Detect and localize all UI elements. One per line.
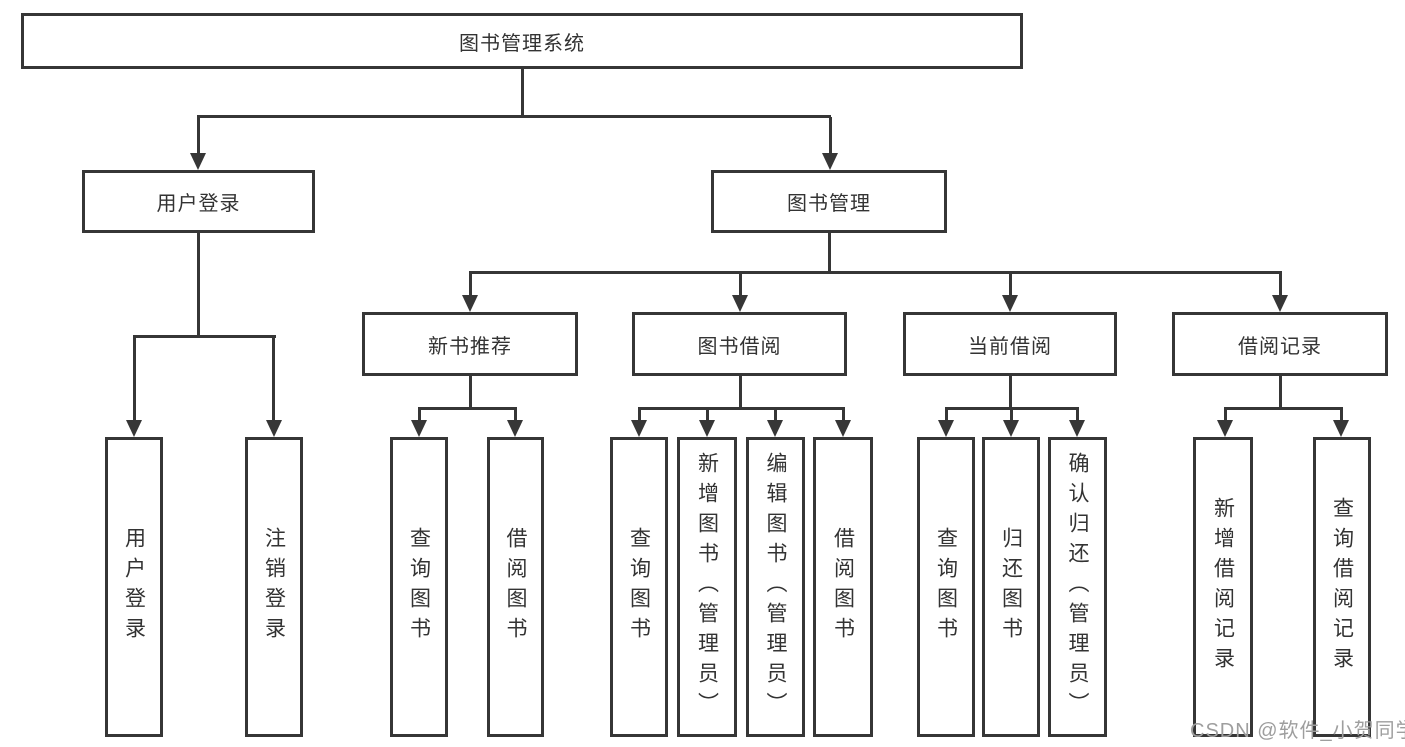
node-book-mgmt: 图书管理 <box>711 170 947 233</box>
node-leaf-query-book-a: 查询图书 <box>390 437 448 737</box>
edge-book-borrow-stem <box>738 376 742 410</box>
node-leaf-edit-book-label: 编辑图书（管理员） <box>764 452 787 722</box>
arrow-leaf-logout <box>265 420 282 437</box>
edge-drop-book-mgmt <box>828 117 832 154</box>
edge-drop-current-borrow <box>1008 274 1012 295</box>
edge-drop-query-book-a <box>417 410 421 420</box>
node-leaf-return-book: 归还图书 <box>982 437 1040 737</box>
arrow-add-book <box>699 420 715 437</box>
edge-drop-edit-book <box>773 410 777 420</box>
node-leaf-query-book-c: 查询图书 <box>917 437 975 737</box>
node-leaf-confirm-return-label: 确认归还（管理员） <box>1066 452 1089 722</box>
node-leaf-user-login-label: 用户登录 <box>122 527 146 647</box>
node-leaf-borrow-book-b-label: 借阅图书 <box>831 527 855 647</box>
node-leaf-add-record-label: 新增借阅记录 <box>1211 497 1235 677</box>
node-leaf-query-book-a-label: 查询图书 <box>407 527 431 647</box>
arrow-new-book-rec <box>462 295 478 312</box>
node-leaf-add-record: 新增借阅记录 <box>1193 437 1253 737</box>
arrow-book-mgmt <box>822 153 838 170</box>
edge-drop-query-book-b <box>637 410 641 420</box>
node-current-borrow: 当前借阅 <box>903 312 1117 376</box>
node-user-login-label: 用户登录 <box>156 193 241 215</box>
edge-root-stem <box>520 69 524 117</box>
node-leaf-user-login: 用户登录 <box>105 437 163 737</box>
edge-current-borrow-rail <box>944 407 1079 410</box>
node-user-login: 用户登录 <box>82 170 315 233</box>
edge-book-mgmt-rail <box>468 271 1282 274</box>
node-leaf-add-book-label: 新增图书（管理员） <box>695 452 719 722</box>
arrow-edit-book <box>767 420 783 437</box>
edge-drop-return-book <box>1009 410 1013 420</box>
arrow-query-book-c <box>938 420 954 437</box>
edge-root-rail <box>197 115 831 118</box>
node-borrow-records: 借阅记录 <box>1172 312 1388 376</box>
arrow-query-book-a <box>411 420 427 437</box>
arrow-current-borrow <box>1002 295 1018 312</box>
edge-new-book-rec-rail <box>417 407 517 410</box>
node-leaf-add-book: 新增图书（管理员） <box>677 437 737 737</box>
arrow-query-record <box>1333 420 1349 437</box>
arrow-user-login <box>190 153 206 170</box>
arrow-return-book <box>1003 420 1019 437</box>
edge-drop-borrow-book-b <box>841 410 845 420</box>
edge-book-mgmt-stem <box>827 233 831 274</box>
arrow-query-book-b <box>631 420 647 437</box>
arrow-borrow-records <box>1272 295 1288 312</box>
edge-drop-confirm-return <box>1075 410 1079 420</box>
edge-drop-add-record <box>1223 410 1227 420</box>
arrow-add-record <box>1217 420 1233 437</box>
edge-current-borrow-stem <box>1008 376 1012 410</box>
edge-drop-user-login <box>196 117 200 154</box>
arrow-book-borrow <box>732 295 748 312</box>
node-leaf-borrow-book-a: 借阅图书 <box>487 437 544 737</box>
arrow-leaf-user-login <box>126 420 142 437</box>
edge-drop-query-record <box>1339 410 1343 420</box>
edge-new-book-rec-stem <box>468 376 472 410</box>
arrow-confirm-return <box>1069 420 1085 437</box>
node-leaf-confirm-return: 确认归还（管理员） <box>1048 437 1107 737</box>
edge-drop-borrow-records <box>1278 274 1282 295</box>
node-leaf-query-book-b-label: 查询图书 <box>627 527 651 647</box>
edge-drop-new-book-rec <box>468 274 472 295</box>
node-new-book-rec-label: 新书推荐 <box>428 335 512 358</box>
edge-book-borrow-rail <box>637 407 845 410</box>
node-leaf-logout: 注销登录 <box>245 437 303 737</box>
node-new-book-rec: 新书推荐 <box>362 312 578 376</box>
node-leaf-edit-book: 编辑图书（管理员） <box>746 437 805 737</box>
node-book-borrow-label: 图书借阅 <box>697 335 782 358</box>
edge-drop-book-borrow <box>738 274 742 295</box>
csdn-watermark: CSDN @软件_小贺同学 <box>1190 720 1405 742</box>
edge-borrow-records-stem <box>1278 376 1282 410</box>
edge-drop-leaf-user-login <box>132 338 136 420</box>
edge-drop-borrow-book-a <box>513 410 517 420</box>
node-current-borrow-label: 当前借阅 <box>968 335 1052 358</box>
node-leaf-borrow-book-b: 借阅图书 <box>813 437 873 737</box>
node-leaf-borrow-book-a-label: 借阅图书 <box>504 527 527 647</box>
node-library-system-label: 图书管理系统 <box>459 32 585 55</box>
edge-user-login-rail <box>132 335 276 338</box>
edge-drop-leaf-logout <box>272 338 275 420</box>
node-leaf-query-record-label: 查询借阅记录 <box>1330 497 1354 677</box>
edge-drop-add-book <box>705 410 709 420</box>
node-library-system: 图书管理系统 <box>21 13 1023 69</box>
node-borrow-records-label: 借阅记录 <box>1238 335 1322 358</box>
node-leaf-query-book-c-label: 查询图书 <box>934 527 958 647</box>
arrow-borrow-book-a <box>507 420 523 437</box>
edge-user-login-stem <box>197 233 200 338</box>
node-leaf-query-record: 查询借阅记录 <box>1313 437 1371 737</box>
arrow-borrow-book-b <box>835 420 851 437</box>
node-leaf-query-book-b: 查询图书 <box>610 437 668 737</box>
node-book-borrow: 图书借阅 <box>632 312 847 376</box>
edge-drop-query-book-c <box>944 410 948 420</box>
node-leaf-return-book-label: 归还图书 <box>999 527 1023 647</box>
edge-borrow-records-rail <box>1223 407 1343 410</box>
node-book-mgmt-label: 图书管理 <box>787 193 871 215</box>
node-leaf-logout-label: 注销登录 <box>262 527 286 647</box>
